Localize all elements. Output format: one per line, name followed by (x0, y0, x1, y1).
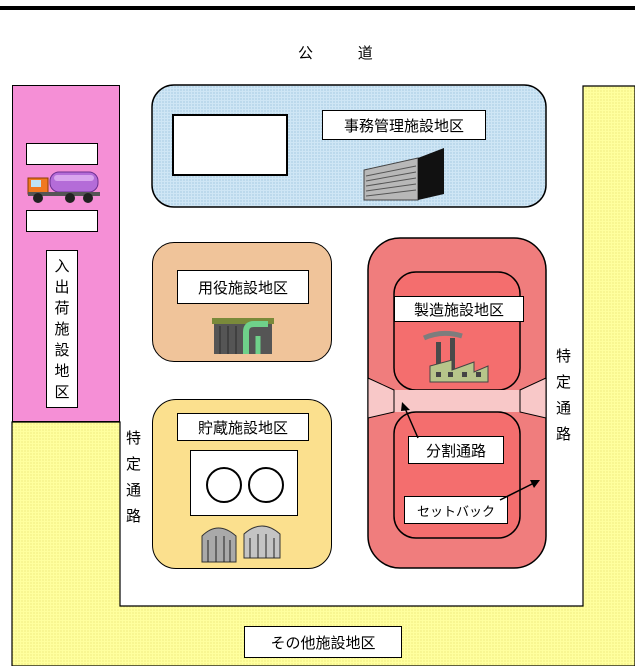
office-placeholder-box (172, 114, 288, 176)
split-path-label: 分割通路 (408, 436, 504, 464)
split-path-arrow (401, 402, 419, 439)
shipping-label-char: 入 (54, 256, 70, 275)
shipping-label-char: 出 (54, 277, 70, 296)
shipping-label-char: 地 (54, 361, 70, 380)
office-building-icon (363, 148, 444, 201)
top-border-line (0, 6, 635, 10)
special-path-char: 定 (126, 455, 142, 473)
special-path-char: 特 (556, 347, 572, 365)
shipping-placeholder-box-2 (26, 210, 98, 232)
special-path-char: 定 (556, 373, 572, 391)
special-path-char: 路 (126, 507, 142, 525)
storage-tanks-icon (201, 525, 281, 563)
factory-icon (422, 330, 489, 383)
shipping-label-char: 施 (54, 319, 70, 338)
storage-tank-outlines (206, 467, 284, 503)
shipping-zone-label: 入 出 荷 施 設 地 区 (46, 250, 78, 408)
storage-zone-label: 貯蔵施設地区 (177, 413, 309, 441)
shipping-placeholder-box-1 (26, 143, 98, 165)
setback-arrow (499, 480, 540, 501)
shipping-label-char: 区 (54, 382, 70, 401)
public-road-char-1: 公 (298, 44, 314, 62)
public-road-char-2: 道 (357, 44, 373, 62)
special-path-char: 通 (126, 481, 142, 499)
other-zone-label: その他施設地区 (244, 626, 402, 658)
special-path-char: 通 (556, 399, 572, 417)
office-zone-label: 事務管理施設地区 (322, 110, 486, 140)
shipping-label-char: 設 (54, 340, 70, 359)
special-path-label-right: 特 定 通 路 (556, 343, 571, 447)
shipping-label-char: 荷 (54, 298, 70, 317)
manufacturing-zone-label: 製造施設地区 (394, 296, 524, 322)
public-road-label: 公 道 (298, 42, 373, 63)
special-path-label-left: 特 定 通 路 (126, 425, 141, 529)
special-path-char: 特 (126, 429, 142, 447)
tanker-truck-icon (27, 171, 100, 203)
utility-plant-icon (212, 318, 274, 354)
special-path-char: 路 (556, 425, 572, 443)
utility-zone-label: 用役施設地区 (177, 270, 309, 304)
setback-label: セットバック (404, 496, 508, 524)
